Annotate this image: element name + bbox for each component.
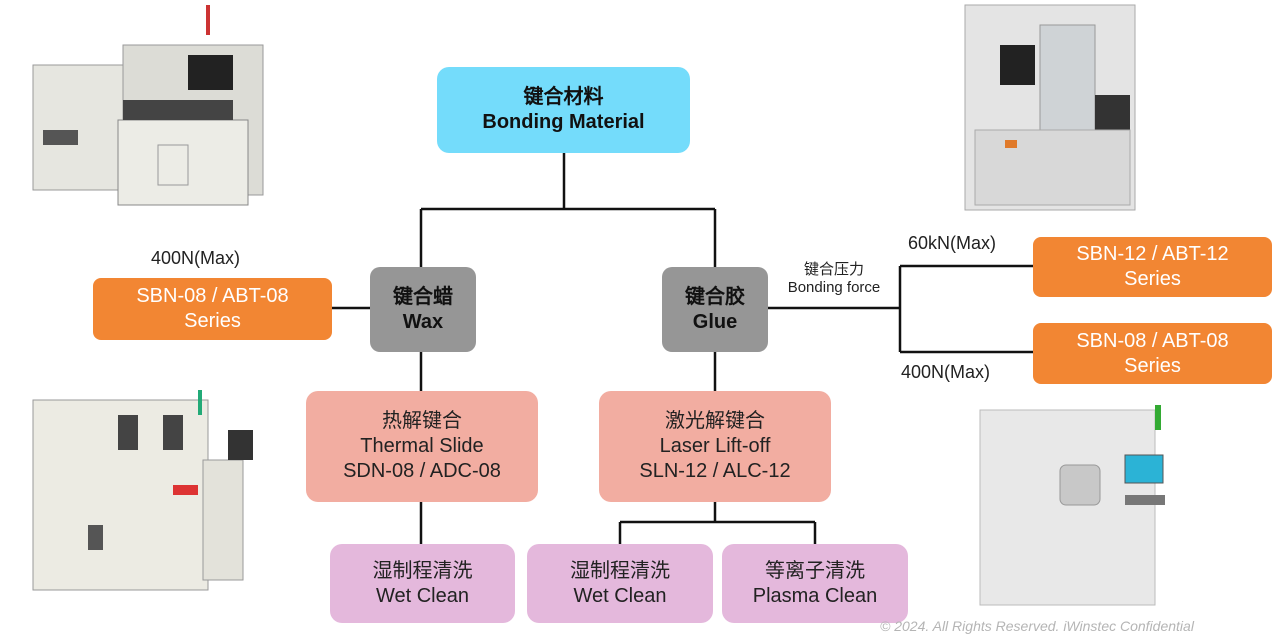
glue-wet-en: Wet Clean xyxy=(573,584,667,607)
laser-en: Laser Lift-off xyxy=(659,435,771,457)
glue-en: Glue xyxy=(692,310,738,333)
product-node-sbn08-right: SBN-08 / ABT-08 Series xyxy=(1033,323,1272,384)
force-label-left: 400N(Max) xyxy=(151,248,241,268)
wax-zh: 键合蜡 xyxy=(393,285,453,308)
bonder-machine-top-left xyxy=(32,5,264,206)
product-left-series: Series xyxy=(184,310,241,332)
footer-copyright: © 2024. All Rights Reserved. iWinstec Co… xyxy=(880,618,1194,634)
laser-model: SLN-12 / ALC-12 xyxy=(639,460,791,482)
debonder-machine-bottom-left xyxy=(32,390,253,591)
thermal-zh: 热解键合 xyxy=(382,410,462,432)
root-node-bonding-material: 键合材料 Bonding Material xyxy=(437,67,690,153)
debonding-node-thermal-slide: 热解键合 Thermal Slide SDN-08 / ADC-08 xyxy=(306,391,538,502)
product-left-model: SBN-08 / ABT-08 xyxy=(136,285,289,307)
cleaning-node-plasma-clean: 等离子清洗 Plasma Clean xyxy=(722,544,908,623)
bonder-machine-top-right xyxy=(964,4,1136,211)
root-zh: 键合材料 xyxy=(523,86,604,108)
cleaning-node-glue-wet-clean: 湿制程清洗 Wet Clean xyxy=(527,544,713,623)
thermal-en: Thermal Slide xyxy=(360,435,484,457)
wax-en: Wax xyxy=(402,310,444,333)
cleaning-node-wax-wet-clean: 湿制程清洗 Wet Clean xyxy=(330,544,515,623)
debonder-machine-bottom-right xyxy=(979,405,1165,606)
product-right-bottom-model: SBN-08 / ABT-08 xyxy=(1076,329,1229,352)
plasma-en: Plasma Clean xyxy=(752,584,878,607)
bonding-force-zh: 键合压力 xyxy=(803,261,864,278)
force-label-right-bottom: 400N(Max) xyxy=(901,362,991,382)
material-node-wax: 键合蜡 Wax xyxy=(370,267,476,352)
product-right-bottom-series: Series xyxy=(1124,354,1181,377)
product-right-top-model: SBN-12 / ABT-12 xyxy=(1076,243,1229,265)
glue-wet-zh: 湿制程清洗 xyxy=(570,559,670,582)
root-en: Bonding Material xyxy=(482,111,645,133)
material-node-glue: 键合胶 Glue xyxy=(662,267,768,352)
product-node-sbn08-left: SBN-08 / ABT-08 Series xyxy=(93,278,332,340)
debonding-node-laser-lift-off: 激光解键合 Laser Lift-off SLN-12 / ALC-12 xyxy=(599,391,831,502)
wax-wet-en: Wet Clean xyxy=(375,584,469,607)
laser-zh: 激光解键合 xyxy=(665,410,765,432)
product-right-top-series: Series xyxy=(1124,268,1181,290)
bonding-force-label: 键合压力 Bonding force xyxy=(778,261,890,297)
product-node-sbn12-right: SBN-12 / ABT-12 Series xyxy=(1033,237,1272,297)
wax-wet-zh: 湿制程清洗 xyxy=(372,559,473,582)
plasma-zh: 等离子清洗 xyxy=(765,559,865,582)
bonding-force-en: Bonding force xyxy=(787,279,881,296)
thermal-model: SDN-08 / ADC-08 xyxy=(343,460,501,482)
force-label-right-top: 60kN(Max) xyxy=(908,233,997,253)
glue-zh: 键合胶 xyxy=(685,285,745,308)
